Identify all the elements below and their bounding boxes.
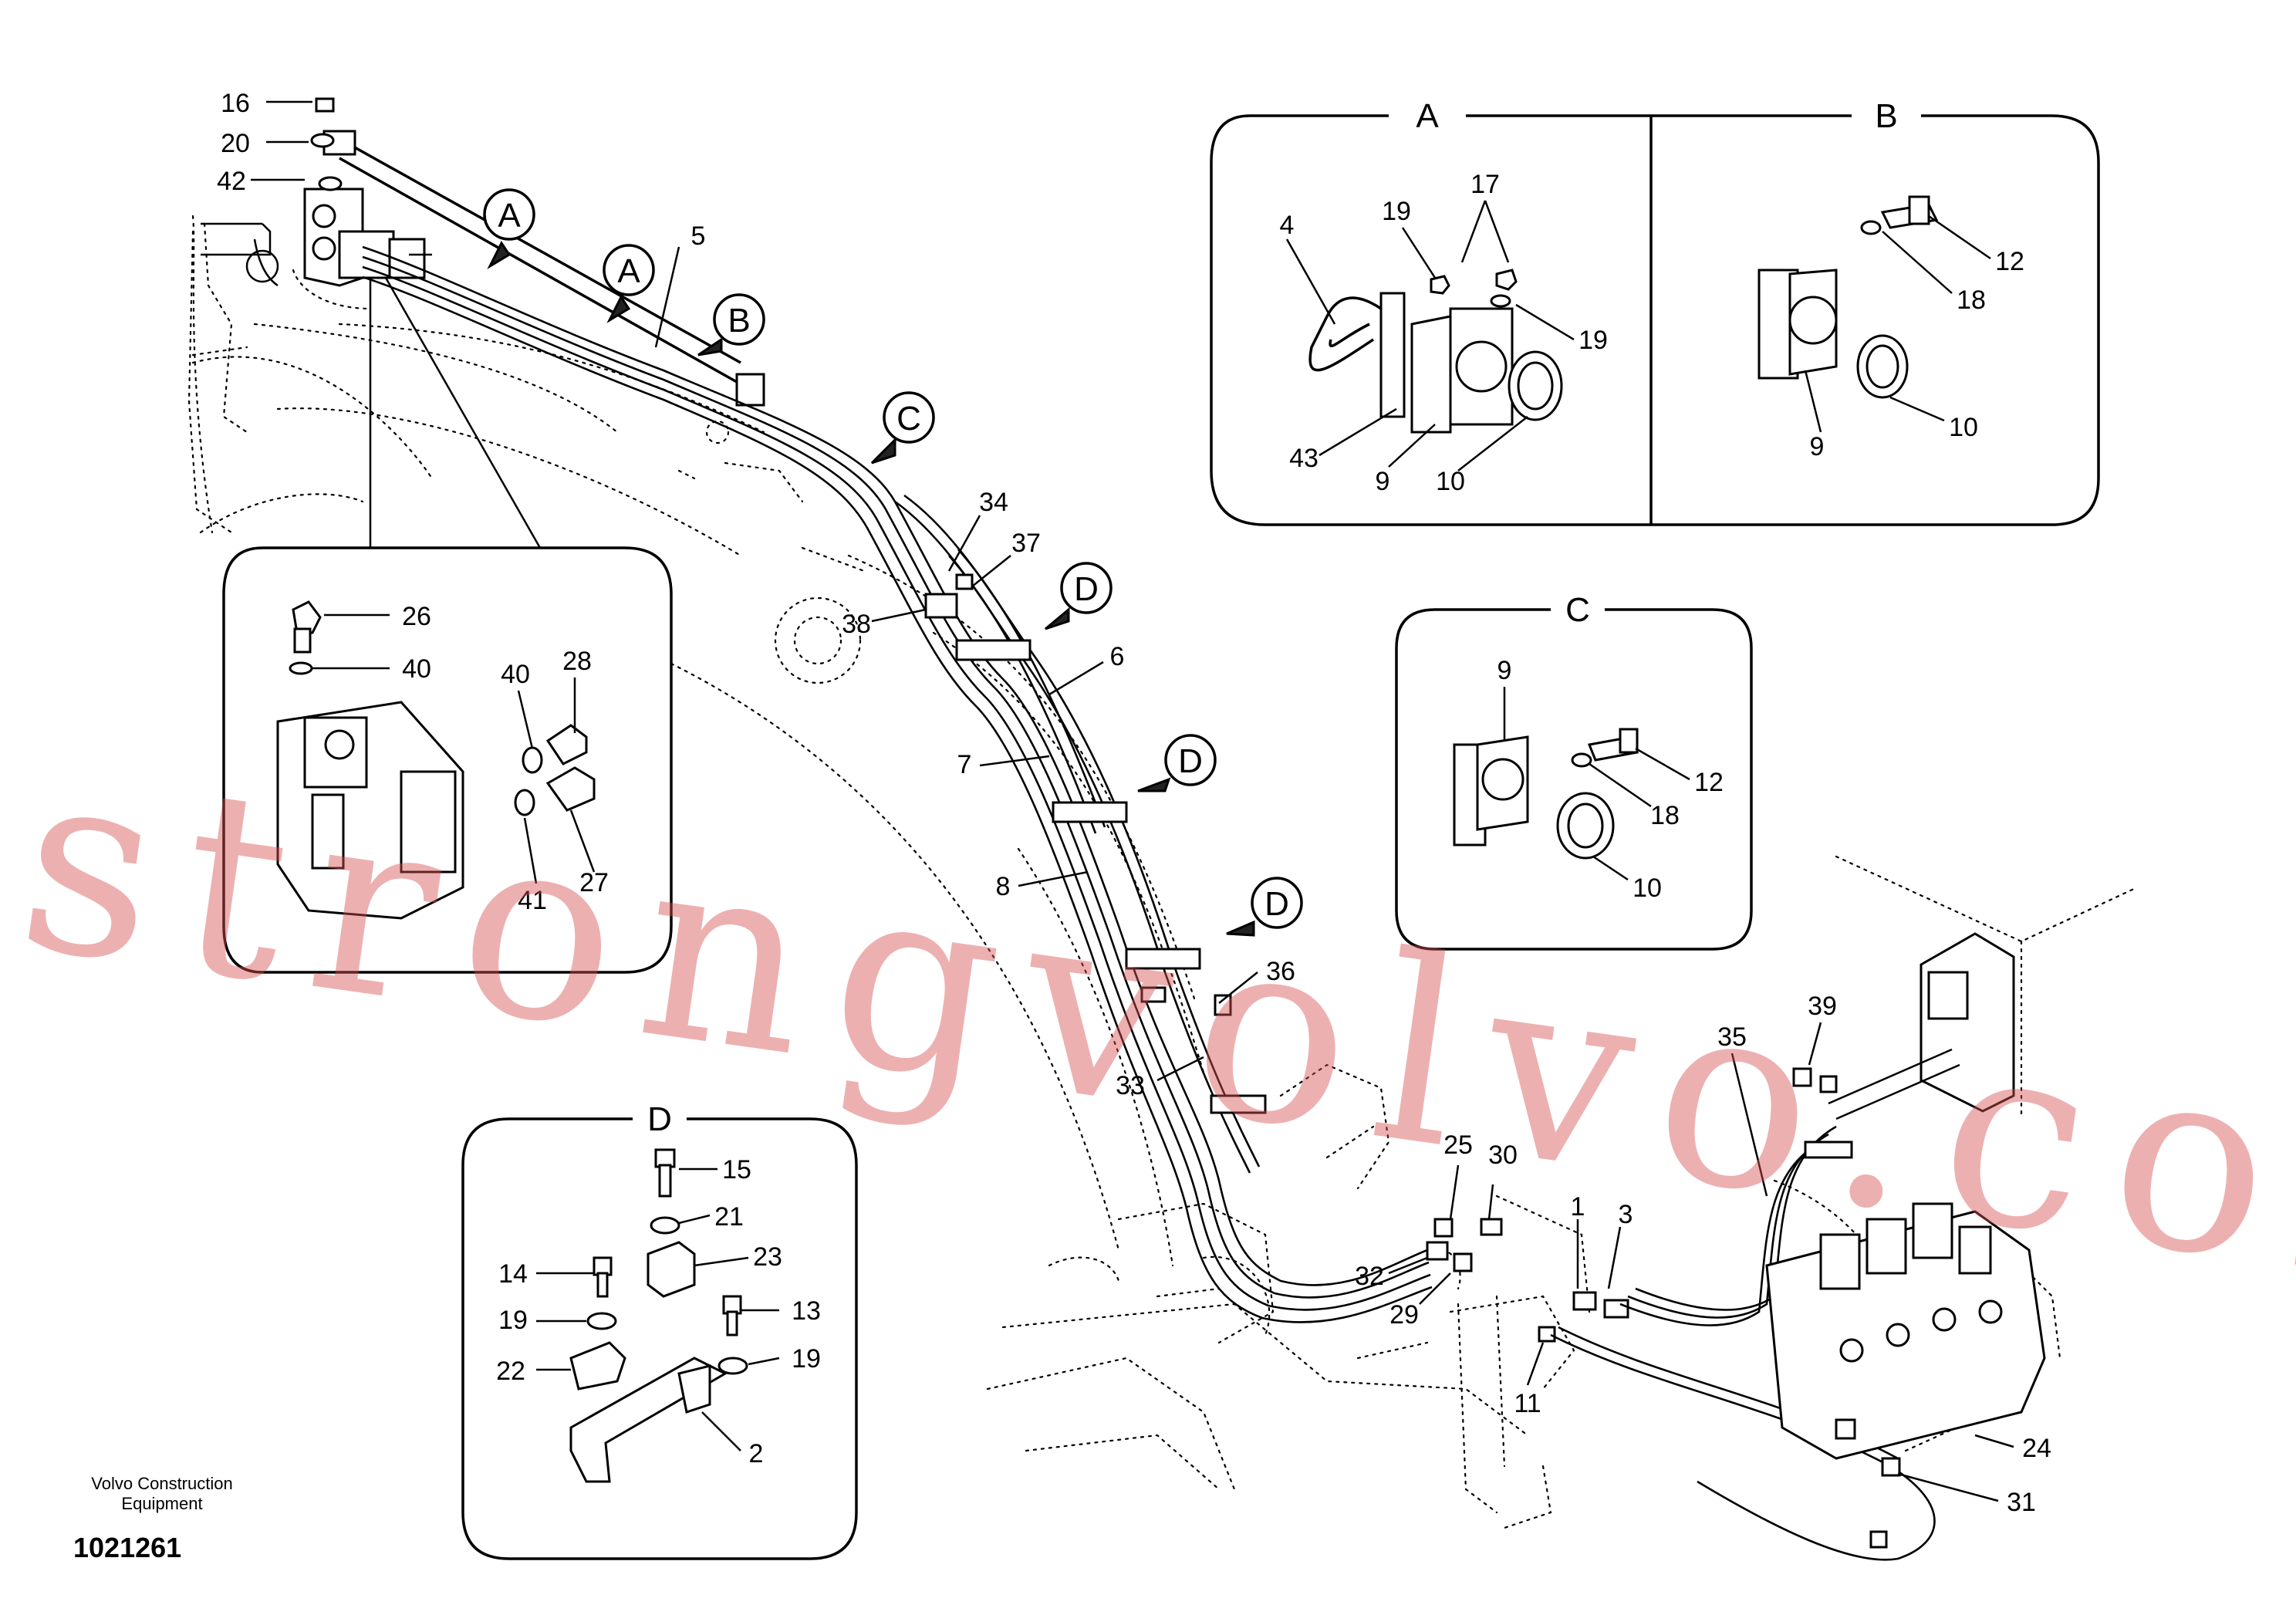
callout-d-2: D <box>1178 742 1203 780</box>
detail-c-header: C <box>1565 591 1590 629</box>
callout-a-2: A <box>617 252 640 290</box>
brand-line-2: Equipment <box>121 1494 203 1513</box>
detail-d-label-15: 15 <box>722 1155 751 1184</box>
label-6: 6 <box>1110 642 1125 671</box>
detail-b-label-10: 10 <box>1949 413 1978 442</box>
label-24: 24 <box>2022 1434 2051 1463</box>
label-37: 37 <box>1011 529 1041 558</box>
detail-c-label-9: 9 <box>1497 656 1512 685</box>
label-38: 38 <box>842 610 871 639</box>
detail-d-label-2: 2 <box>749 1439 764 1468</box>
callout-c: C <box>896 400 921 438</box>
leader-lines <box>251 100 2014 1502</box>
detail-box-fitting <box>222 277 673 974</box>
detail-a-label-17: 17 <box>1470 170 1500 199</box>
drawing-number: 1021261 <box>73 1532 182 1563</box>
callout-d-1: D <box>1074 570 1099 608</box>
label-25: 25 <box>1443 1130 1473 1160</box>
detail-b-label-12: 12 <box>1995 247 2024 276</box>
label-7: 7 <box>957 750 972 779</box>
fitting-detail-labels: 26 40 40 28 41 27 <box>402 602 609 915</box>
brand-block: Volvo Construction Equipment <box>62 1474 262 1514</box>
detail-c-label-18: 18 <box>1650 801 1680 830</box>
detail-d-header: D <box>647 1100 672 1138</box>
main-part-labels: 16 20 42 5 34 37 38 6 7 8 36 33 25 30 32… <box>217 89 2051 1517</box>
fitting-label-40-mid: 40 <box>501 660 530 689</box>
label-31: 31 <box>2007 1488 2036 1517</box>
label-11: 11 <box>1514 1389 1541 1418</box>
callout-letters: A A B C D D D <box>498 197 1289 923</box>
detail-headers: A B C D <box>647 97 1898 1138</box>
detail-a-label-9: 9 <box>1376 467 1390 496</box>
detail-a-label-19-right: 19 <box>1578 326 1608 355</box>
boom-structure <box>187 222 730 534</box>
detail-box-ab <box>1210 114 2100 526</box>
detail-a-label-43: 43 <box>1289 444 1319 473</box>
label-30: 30 <box>1488 1140 1518 1170</box>
label-35: 35 <box>1717 1022 1747 1052</box>
detail-d-label-14: 14 <box>498 1259 528 1289</box>
label-1: 1 <box>1571 1192 1585 1222</box>
fitting-label-26: 26 <box>402 602 431 631</box>
detail-a-label-10: 10 <box>1436 467 1465 496</box>
label-39: 39 <box>1808 992 1837 1021</box>
boom-tip-assembly <box>303 97 765 407</box>
arm-cylinder <box>201 222 279 287</box>
callout-a-1: A <box>498 197 521 235</box>
machine-outline <box>191 215 2139 1529</box>
callout-b: B <box>728 302 750 340</box>
detail-a-labels: 4 19 17 19 43 9 10 <box>1280 170 1608 496</box>
detail-c-label-10: 10 <box>1633 874 1662 903</box>
hose-bundle <box>362 245 1433 1323</box>
fitting-label-28: 28 <box>562 647 592 676</box>
detail-d-label-19-right: 19 <box>792 1344 821 1374</box>
detail-b-header: B <box>1875 97 1897 135</box>
fitting-label-40-top: 40 <box>402 654 431 684</box>
detail-a-header: A <box>1416 97 1439 135</box>
label-34: 34 <box>979 488 1008 517</box>
detail-a-parts <box>1308 269 1563 434</box>
detail-a-label-19-top: 19 <box>1382 197 1411 226</box>
brand-line-1: Volvo Construction <box>91 1474 233 1493</box>
detail-box-c <box>1395 608 1753 951</box>
detail-b-label-18: 18 <box>1957 286 1986 315</box>
label-5: 5 <box>691 221 706 251</box>
detail-b-parts <box>1757 195 1939 399</box>
fitting-label-41: 41 <box>518 886 547 915</box>
valve-assembly <box>1426 932 2046 1561</box>
label-8: 8 <box>996 872 1011 901</box>
detail-d-label-21: 21 <box>714 1202 744 1232</box>
label-33: 33 <box>1116 1071 1145 1100</box>
detail-d-label-13: 13 <box>792 1296 821 1326</box>
detail-d-labels: 15 21 23 14 19 13 22 19 2 <box>496 1155 821 1468</box>
detail-box-d <box>461 1117 858 1560</box>
fitting-label-27: 27 <box>579 868 609 897</box>
label-29: 29 <box>1389 1300 1419 1330</box>
main-callout-bubbles <box>483 188 1303 937</box>
label-20: 20 <box>221 129 250 158</box>
detail-b-labels: 12 18 9 10 <box>1810 247 2024 461</box>
label-3: 3 <box>1619 1200 1633 1229</box>
detail-b-label-9: 9 <box>1810 432 1825 461</box>
detail-a-label-4: 4 <box>1280 211 1295 240</box>
callout-d-3: D <box>1264 885 1289 923</box>
detail-d-label-23: 23 <box>753 1242 782 1272</box>
label-42: 42 <box>217 167 246 196</box>
detail-d-label-22: 22 <box>496 1357 525 1386</box>
detail-d-label-19-left: 19 <box>498 1306 528 1335</box>
detail-c-label-12: 12 <box>1694 768 1724 797</box>
label-16: 16 <box>221 89 250 118</box>
label-36: 36 <box>1266 957 1295 986</box>
label-32: 32 <box>1355 1262 1384 1291</box>
hose-clamps <box>924 573 1267 1114</box>
detail-c-labels: 9 12 18 10 <box>1497 656 1724 903</box>
